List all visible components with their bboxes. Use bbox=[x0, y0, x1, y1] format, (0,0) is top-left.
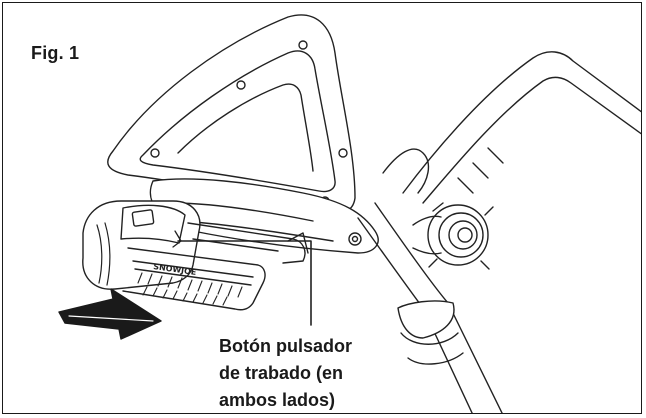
callout-line-3: ambos lados) bbox=[219, 390, 336, 410]
figure-label: Fig. 1 bbox=[31, 43, 80, 63]
callout-line-1: Botón pulsador bbox=[219, 336, 352, 356]
callout-leader-line bbox=[172, 230, 312, 326]
auxiliary-handle bbox=[382, 51, 641, 204]
adjustment-knob bbox=[412, 202, 494, 270]
removal-direction-arrow bbox=[58, 288, 162, 340]
battery-pack bbox=[82, 200, 309, 311]
figure-frame: SNOWJOE Fig. 1 Botón pulsador de trabado… bbox=[2, 2, 642, 414]
trimmer-illustration: SNOWJOE bbox=[58, 14, 641, 413]
trimmer-shaft bbox=[357, 202, 503, 413]
callout-line-2: de trabado (en bbox=[219, 363, 344, 383]
lock-button-callout: Botón pulsador de trabado (en ambos lado… bbox=[219, 333, 352, 413]
